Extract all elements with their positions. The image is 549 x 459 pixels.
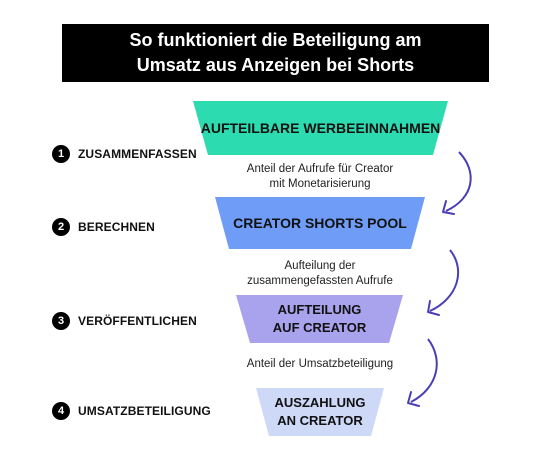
title-line-2: Umsatz aus Anzeigen bei Shorts — [136, 55, 415, 75]
stage-3-line-1: AUFTEILUNG — [277, 302, 362, 317]
step-1-number-badge: 1 — [52, 145, 70, 163]
step-3-label: VERÖFFENTLICHEN — [78, 314, 197, 328]
title-line-1: So funktioniert die Beteiligung am — [129, 30, 422, 50]
step-1-label: ZUSAMMENFASSEN — [78, 147, 197, 161]
funnel-stage-3-label: AUFTEILUNG AUF CREATOR — [241, 295, 398, 343]
connector-text-2: Aufteilung der zusammengefassten Aufrufe — [210, 259, 430, 289]
connector-text-1: Anteil der Aufrufe für Creator mit Monet… — [210, 162, 430, 192]
title-banner: So funktioniert die Beteiligung am Umsat… — [62, 24, 489, 82]
funnel-stage-1-shape — [193, 101, 448, 155]
connector-text-3: Anteil der Umsatzbeteiligung — [210, 357, 430, 372]
step-1: 1 ZUSAMMENFASSEN — [52, 144, 197, 164]
step-2: 2 BERECHNEN — [52, 217, 155, 237]
connector-1-line-2: mit Monetarisierung — [269, 178, 371, 190]
step-2-number-badge: 2 — [52, 218, 70, 236]
stage-4-line-2: AN CREATOR — [277, 413, 363, 428]
funnel-stage-2-shape — [215, 197, 425, 249]
funnel-stage-4-shape — [256, 388, 384, 436]
step-4: 4 UMSATZBETEILIGUNG — [52, 401, 211, 421]
connector-1-line-1: Anteil der Aufrufe für Creator — [246, 163, 394, 175]
stage-2-line-1: CREATOR SHORTS POOL — [233, 215, 407, 231]
stage-4-line-1: AUSZAHLUNG — [274, 395, 366, 410]
connector-2-line-2: zusammengefassten Aufrufe — [247, 275, 393, 287]
step-3-number-badge: 3 — [52, 312, 70, 330]
step-4-number-badge: 4 — [52, 402, 70, 420]
funnel-stage-2-label: CREATOR SHORTS POOL — [220, 197, 420, 249]
curved-arrow-3 — [407, 338, 438, 407]
stage-3-line-2: AUF CREATOR — [272, 320, 367, 335]
step-2-label: BERECHNEN — [78, 220, 155, 234]
step-4-label: UMSATZBETEILIGUNG — [78, 404, 211, 418]
curved-arrow-2 — [427, 249, 460, 316]
funnel-stage-1-label: AUFTEILBARE WERBEEINNAHMEN — [198, 101, 443, 155]
stage-1-line-1: AUFTEILBARE WERBEEINNAHMEN — [200, 120, 441, 136]
connector-2-line-1: Aufteilung der — [284, 260, 356, 272]
connector-3-line-1: Anteil der Umsatzbeteiligung — [246, 358, 394, 370]
funnel-stage-4-label: AUSZAHLUNG AN CREATOR — [261, 388, 379, 436]
curved-arrow-1 — [442, 151, 472, 215]
funnel-stage-3-shape — [236, 295, 403, 343]
step-3: 3 VERÖFFENTLICHEN — [52, 311, 197, 331]
